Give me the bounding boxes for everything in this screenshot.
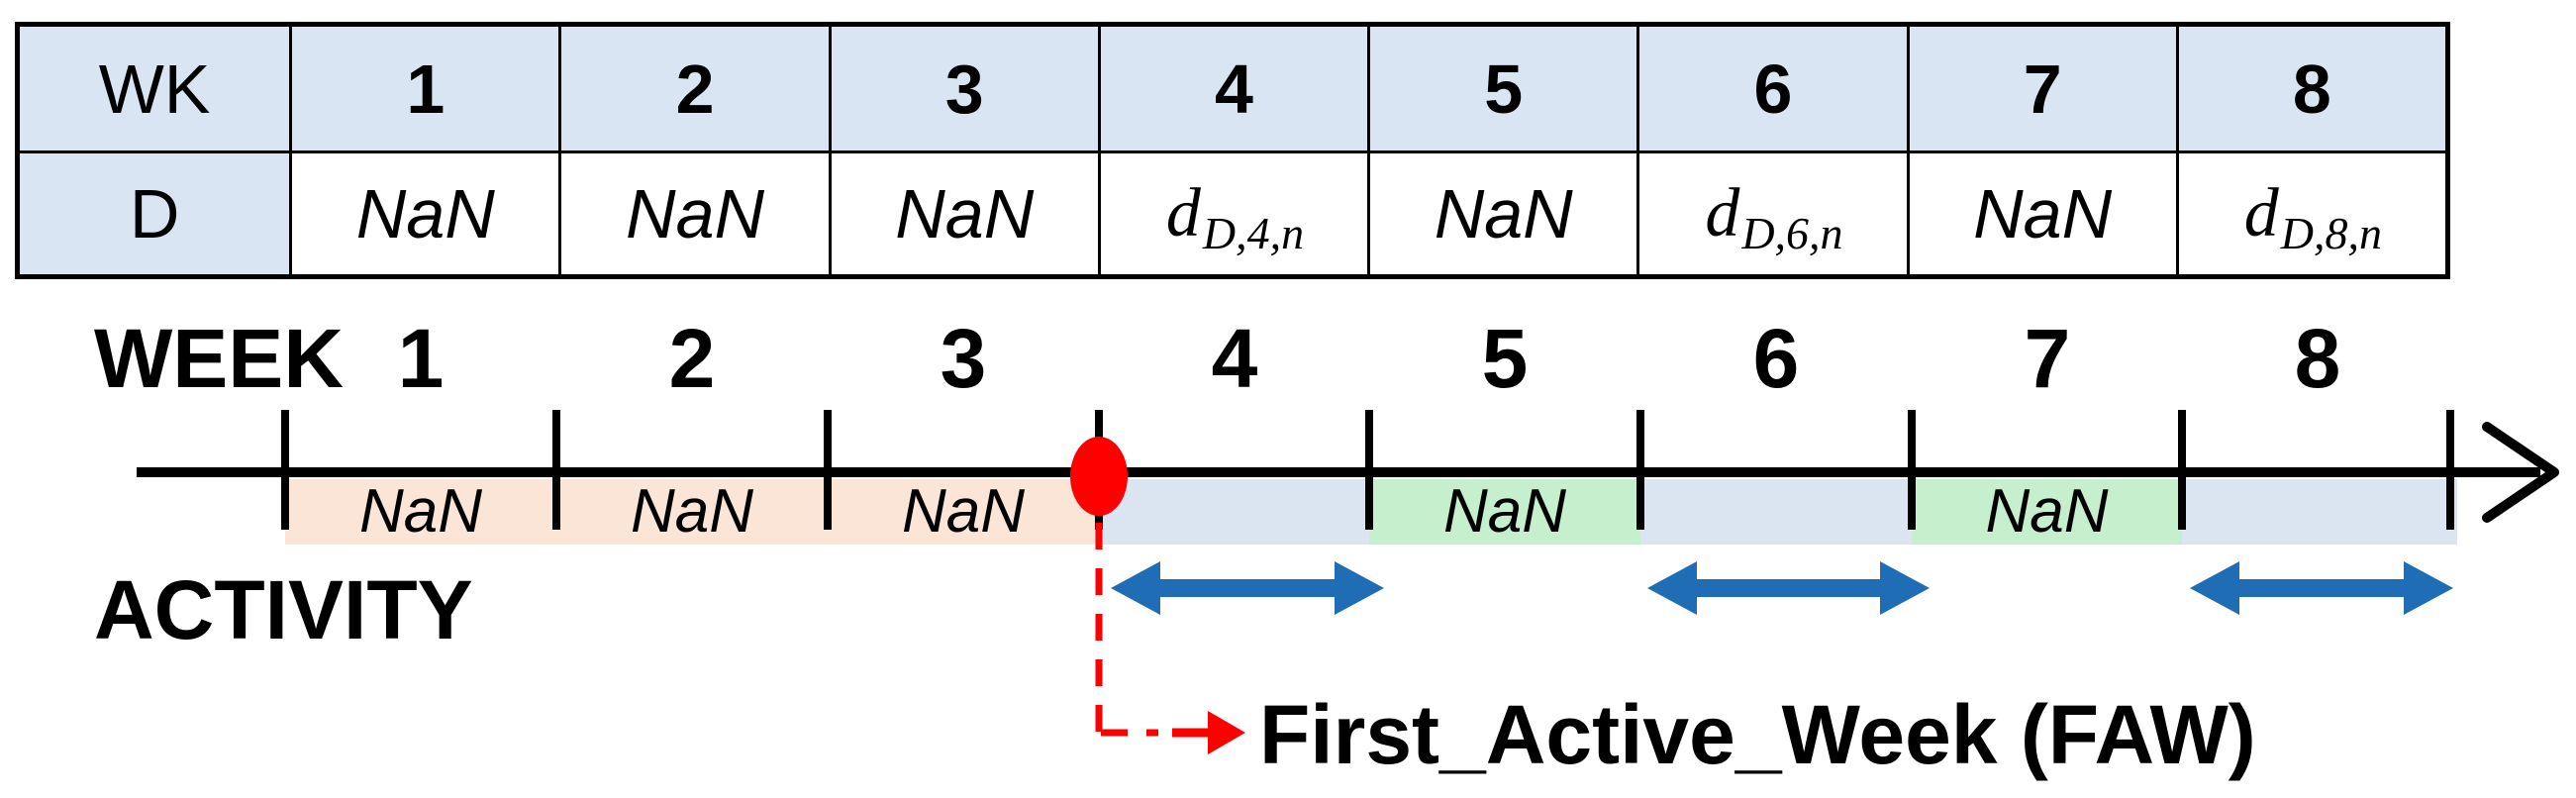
arrow-left-head-icon <box>1647 561 1697 615</box>
timeline-week-number-1: 1 <box>397 312 445 405</box>
band-week-2: NaN <box>556 479 828 545</box>
arrow-right-head-icon <box>1880 561 1930 615</box>
d-value-week-7: NaN <box>1906 150 2176 274</box>
arrow-right-head-icon <box>2404 561 2453 615</box>
table-row-label-wk: WK <box>20 27 290 150</box>
arrow-right-head-icon <box>1335 561 1384 615</box>
band-label: NaN <box>630 477 754 546</box>
d-value-week-5: NaN <box>1367 150 1637 274</box>
math-subscript: D,8,n <box>2280 208 2382 258</box>
table-header-week-8: 8 <box>2175 27 2445 150</box>
arrow-left-head-icon <box>2190 561 2239 615</box>
math-subscript: D,4,n <box>1202 208 1305 258</box>
activity-axis-label: ACTIVITY <box>94 563 473 656</box>
table-header-week-4: 4 <box>1097 27 1368 150</box>
table-header-week-7: 7 <box>1906 27 2176 150</box>
band-week-8 <box>2182 479 2457 545</box>
d-value-week-3: NaN <box>828 150 1098 274</box>
math-symbol: d <box>1705 175 1740 251</box>
band-week-4 <box>1099 479 1369 545</box>
math-symbol: d <box>1165 175 1201 251</box>
arrow-left-head-icon <box>1111 561 1160 615</box>
table-header-week-1: 1 <box>289 27 559 150</box>
band-week-6 <box>1640 479 1912 545</box>
timeline-week-number-7: 7 <box>2024 312 2071 405</box>
table-row-label-d: D <box>20 150 290 274</box>
d-value-week-1: NaN <box>289 150 559 274</box>
math-subscript: D,6,n <box>1741 208 1843 258</box>
axis-arrowhead-icon <box>2482 422 2559 523</box>
table-header-week-3: 3 <box>828 27 1098 150</box>
timeline-week-number-4: 4 <box>1211 312 1258 405</box>
timeline-week-number-5: 5 <box>1481 312 1529 405</box>
table-header-week-6: 6 <box>1636 27 1907 150</box>
band-label: NaN <box>1985 477 2109 546</box>
week-axis-label: WEEK <box>94 312 344 405</box>
timeline-week-number-2: 2 <box>668 312 716 405</box>
band-week-7: NaN <box>1912 479 2182 545</box>
timeline-week-number-8: 8 <box>2294 312 2341 405</box>
faw-arrow-icon <box>1208 711 1245 754</box>
d-value-week-2: NaN <box>558 150 829 274</box>
band-label: NaN <box>358 477 483 546</box>
band-week-5: NaN <box>1369 479 1640 545</box>
table-header-week-2: 2 <box>558 27 829 150</box>
timeline-week-number-3: 3 <box>940 312 987 405</box>
faw-label: First_Active_Week (FAW) <box>1259 688 2256 781</box>
band-week-1: NaN <box>285 479 556 545</box>
band-label: NaN <box>901 477 1026 546</box>
band-week-3: NaN <box>828 479 1099 545</box>
math-symbol: d <box>2243 175 2279 251</box>
table-header-week-5: 5 <box>1367 27 1637 150</box>
band-label: NaN <box>1442 477 1567 546</box>
timeline-week-number-6: 6 <box>1752 312 1800 405</box>
